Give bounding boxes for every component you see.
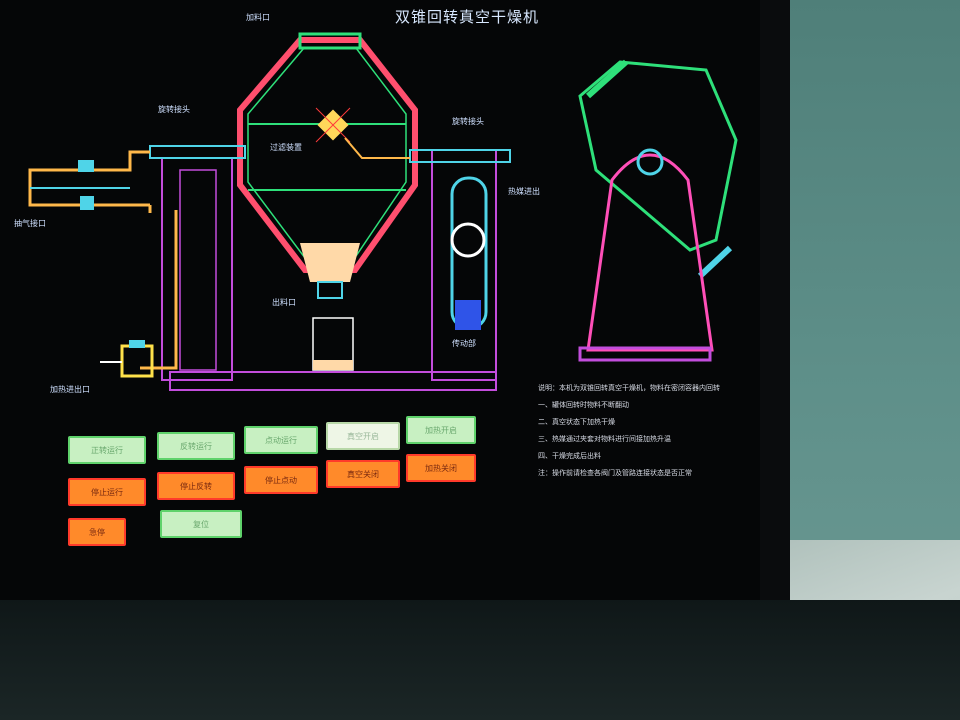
label-drive-unit: 传动部 (452, 339, 476, 348)
monitor-bezel: 双锥回转真空干燥机 (0, 0, 790, 640)
material-cone (300, 243, 360, 282)
left-support-inner (179, 169, 217, 371)
stop-reverse-button[interactable]: 停止反转 (157, 472, 235, 500)
side-view-discharge (697, 245, 733, 279)
left-shaft (149, 145, 246, 159)
label-filter: 过滤装置 (270, 143, 302, 152)
drive-gearbox (455, 300, 481, 330)
stop-run-button[interactable]: 停止运行 (68, 478, 146, 506)
label-feed-port: 加料口 (246, 13, 270, 22)
heating-pipe (140, 210, 178, 370)
side-view-base (578, 346, 712, 362)
label-discharge-port: 出料口 (272, 298, 296, 307)
heating-on-button[interactable]: 加热开启 (406, 416, 476, 444)
hmi-screen: 双锥回转真空干燥机 (14, 8, 738, 546)
side-view-vessel (578, 60, 738, 252)
heating-valve-top (129, 340, 145, 348)
label-heating-port: 加热进出口 (50, 385, 90, 394)
forward-run-button[interactable]: 正转运行 (68, 436, 146, 464)
reset-button[interactable]: 复位 (160, 510, 242, 538)
emergency-stop-button[interactable]: 急停 (68, 518, 126, 546)
left-support-frame (161, 157, 233, 381)
side-view-feed-port (585, 59, 629, 99)
label-rotary-joint-left: 旋转接头 (158, 105, 190, 114)
reverse-run-button[interactable]: 反转运行 (157, 432, 235, 460)
legend-line: 三、热媒通过夹套对物料进行间接加热升温 (538, 435, 671, 443)
pipe-valve-1 (78, 160, 94, 172)
vacuum-off-button[interactable]: 真空关闭 (326, 460, 400, 488)
drive-motor (450, 222, 486, 258)
machine-base (169, 371, 497, 391)
right-shaft (409, 149, 511, 163)
vacuum-tube-inner (344, 137, 410, 159)
legend-line: 说明：本机为双锥回转真空干燥机，物料在密闭容器内回转 (538, 384, 720, 392)
discharge-bin-fill (313, 360, 353, 370)
pipe-valve-2 (80, 196, 94, 210)
feed-port-flange (298, 32, 362, 50)
legend-line: 四、干燥完成后出料 (538, 452, 601, 460)
vacuum-on-button[interactable]: 真空开启 (326, 422, 400, 450)
label-heating-medium: 热媒进出 (508, 187, 540, 196)
discharge-valve (317, 281, 343, 299)
heating-off-button[interactable]: 加热关闭 (406, 454, 476, 482)
jog-run-button[interactable]: 点动运行 (244, 426, 318, 454)
label-vacuum-port: 抽气接口 (14, 219, 46, 228)
legend-line: 注：操作前请检查各阀门及管路连接状态是否正常 (538, 469, 692, 477)
dryer-diagram (28, 32, 738, 391)
heating-valve (120, 344, 154, 378)
filter-cross-b (315, 107, 351, 143)
legend-line: 二、真空状态下加热干燥 (538, 418, 615, 426)
side-view-support (586, 153, 714, 352)
stop-jog-button[interactable]: 停止点动 (244, 466, 318, 494)
foreground-shadow (0, 600, 960, 720)
legend-panel: 说明：本机为双锥回转真空干燥机，物料在密闭容器内回转 一、罐体回转时物料不断翻动… (538, 380, 728, 482)
side-view-bearing (636, 148, 664, 176)
label-rotary-joint-right: 旋转接头 (452, 117, 484, 126)
page-title: 双锥回转真空干燥机 (395, 8, 540, 26)
vessel-jacket (237, 37, 418, 273)
legend-line: 一、罐体回转时物料不断翻动 (538, 401, 629, 409)
